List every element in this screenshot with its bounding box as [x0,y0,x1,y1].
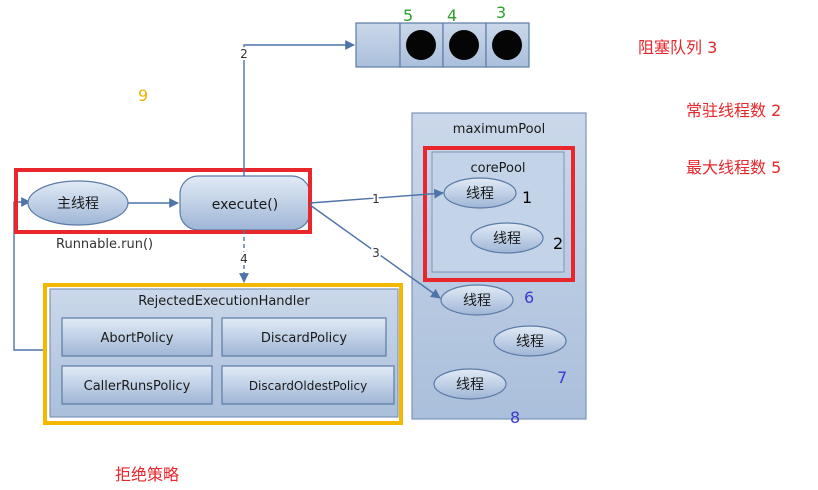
thread-8 [433,368,507,400]
queue-number-5: 5 [403,6,414,25]
thread-2-label: 线程 [493,231,521,247]
arrow-label-3: 3 [372,246,380,260]
policy-discard-label: DiscardPolicy [261,331,348,346]
blocking-queue [355,22,530,68]
execute-label: execute() [212,197,278,213]
policy-discard-oldest-label: DiscardOldestPolicy [249,379,367,393]
thread-number-8: 8 [510,408,521,427]
note-blocking-queue: 阻塞队列 3 [638,38,718,57]
thread-number-6: 6 [524,288,535,307]
thread-7-label: 线程 [516,334,544,350]
arrow-label-4: 4 [240,252,248,266]
thread-6 [440,284,514,316]
thread-8-label: 线程 [456,377,484,393]
queue-number-3: 3 [496,3,507,22]
queue-task-5 [406,30,436,60]
rejected-handler-label: RejectedExecutionHandler [138,294,310,309]
runnable-run-label: Runnable.run() [56,237,153,252]
note-core-threads: 常驻线程数 2 [686,101,782,120]
policy-caller-runs-label: CallerRunsPolicy [84,379,191,394]
thread-number-1: 1 [522,188,533,207]
thread-1 [443,177,517,209]
policy-abort [61,317,213,357]
arrow-label-2: 2 [240,47,248,61]
maximum-pool-label: maximumPool [453,122,545,137]
thread-7 [493,325,567,357]
core-pool-label: corePool [470,161,525,176]
arrow-label-1: 1 [372,192,380,206]
red-highlight-execute [14,168,312,234]
queue-number-4: 4 [447,6,458,25]
thread-1-label: 线程 [466,186,494,202]
red-highlight-core-pool [423,146,575,282]
feedback-line [13,197,44,351]
policy-abort-label: AbortPolicy [101,331,174,346]
corner-number-9: 9 [138,86,149,105]
arrow-2-to-queue [243,40,355,176]
note-max-threads: 最大线程数 5 [686,158,782,177]
queue-task-3 [492,30,522,60]
thread-number-2: 2 [553,234,564,253]
thread-6-label: 线程 [463,293,491,309]
arrow-3-to-extra-thread [309,204,441,299]
note-reject-policy: 拒绝策略 [115,465,180,484]
arrow-1-to-core-thread [309,188,444,204]
queue-cell-empty [355,22,401,68]
policy-caller-runs [61,365,213,405]
policy-discard-oldest [221,365,395,405]
thread-2 [470,222,544,254]
thread-number-7: 7 [557,368,568,387]
queue-task-4 [449,30,479,60]
yellow-highlight-rejected [43,283,403,425]
main-thread-label: 主线程 [57,196,99,212]
policy-discard [221,317,387,357]
